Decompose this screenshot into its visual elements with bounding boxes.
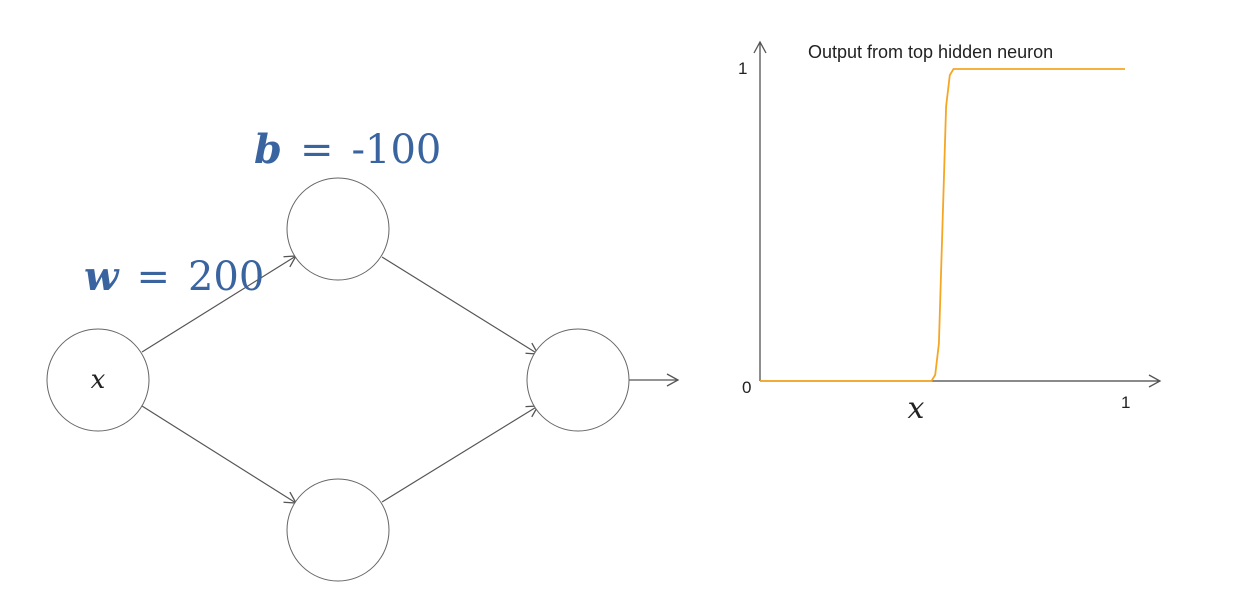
- bias-equals: =: [300, 127, 334, 173]
- y-tick-origin-label: 0: [742, 378, 751, 397]
- network-diagram: x w = 200 b = -100: [46, 126, 680, 582]
- top-hidden-neuron: [286, 177, 390, 281]
- edge-bottom-hidden-to-output: [381, 405, 540, 503]
- x-tick-right-label: 1: [1121, 393, 1130, 412]
- edge-top-hidden-to-output: [381, 256, 540, 355]
- output-neuron: [526, 328, 630, 432]
- edge-input-to-bottom-hidden: [141, 405, 298, 504]
- weight-value: 200: [188, 254, 264, 300]
- bias-value: -100: [351, 127, 441, 173]
- input-neuron: [46, 328, 150, 432]
- weight-symbol: w: [84, 253, 120, 300]
- bottom-hidden-neuron: [286, 478, 390, 582]
- x-axis-label: x: [908, 391, 925, 426]
- weight-label: w = 200: [84, 253, 264, 300]
- weight-equals: =: [136, 254, 170, 300]
- edge-input-to-top-hidden: [141, 255, 298, 353]
- output-chart: 1 0 1 Output from top hidden neuron x: [738, 40, 1162, 426]
- series-line-top-hidden-output: [760, 68, 1125, 382]
- chart-title: Output from top hidden neuron: [808, 42, 1053, 62]
- y-tick-top-label: 1: [738, 59, 747, 78]
- bias-symbol: b: [254, 126, 282, 173]
- input-neuron-label: x: [91, 365, 106, 395]
- bias-label: b = -100: [254, 126, 441, 173]
